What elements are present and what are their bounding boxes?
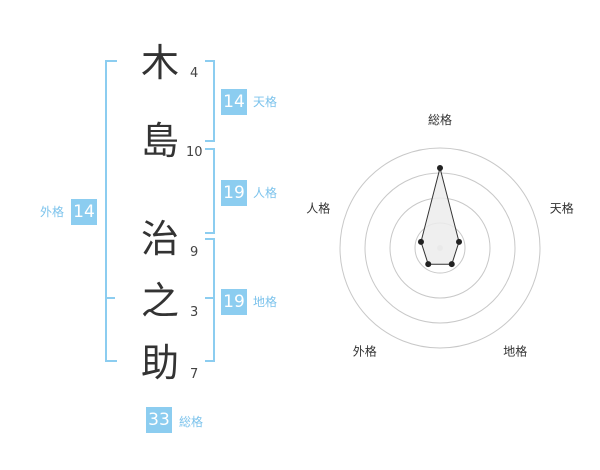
radar-points xyxy=(417,165,463,268)
radar-point-4 xyxy=(417,238,424,245)
radar-ring-4 xyxy=(339,147,541,349)
radar-point-1 xyxy=(456,238,463,245)
jinkaku-badge: 19 xyxy=(221,180,247,206)
chikaku-bracket xyxy=(205,238,215,362)
chikaku-badge: 19 xyxy=(221,289,247,315)
gaikaku-bracket-split xyxy=(105,297,115,299)
tenkaku-badge: 14 xyxy=(221,89,247,115)
radar-point-0 xyxy=(437,165,443,171)
jinkaku-label: 人格 xyxy=(253,186,278,200)
chikaku-label: 地格 xyxy=(253,295,278,309)
chikaku-bracket-split xyxy=(205,297,213,299)
soukaku-badge: 33 xyxy=(146,407,172,433)
name-char-4: 之 xyxy=(141,279,180,323)
radar-axis-label-1: 天格 xyxy=(550,200,574,215)
gaikaku-label: 外格 xyxy=(40,205,65,219)
gaikaku-bracket xyxy=(105,60,117,362)
stroke-count-1: 4 xyxy=(190,66,199,81)
name-char-5: 助 xyxy=(141,341,180,385)
stroke-count-5: 7 xyxy=(190,367,199,382)
radar-axis-label-2: 地格 xyxy=(503,344,527,359)
radar-axis-label-3: 外格 xyxy=(353,344,377,359)
tenkaku-label: 天格 xyxy=(253,95,278,109)
jinkaku-bracket xyxy=(205,148,215,234)
soukaku-label: 総格 xyxy=(179,415,204,429)
radar-point-3 xyxy=(425,261,432,268)
radar-axis-label-4: 人格 xyxy=(306,200,330,215)
radar-value-area xyxy=(420,167,460,265)
name-char-2: 島 xyxy=(141,119,180,163)
name-char-3: 治 xyxy=(141,217,180,261)
stroke-count-3: 9 xyxy=(190,245,199,260)
stroke-count-4: 3 xyxy=(190,305,199,320)
name-char-1: 木 xyxy=(141,41,180,85)
radar-point-2 xyxy=(448,261,455,268)
gaikaku-badge: 14 xyxy=(71,199,97,225)
stroke-count-2: 10 xyxy=(186,145,203,160)
tenkaku-bracket xyxy=(205,60,215,142)
radar-axis-label-0: 総格 xyxy=(428,112,452,127)
